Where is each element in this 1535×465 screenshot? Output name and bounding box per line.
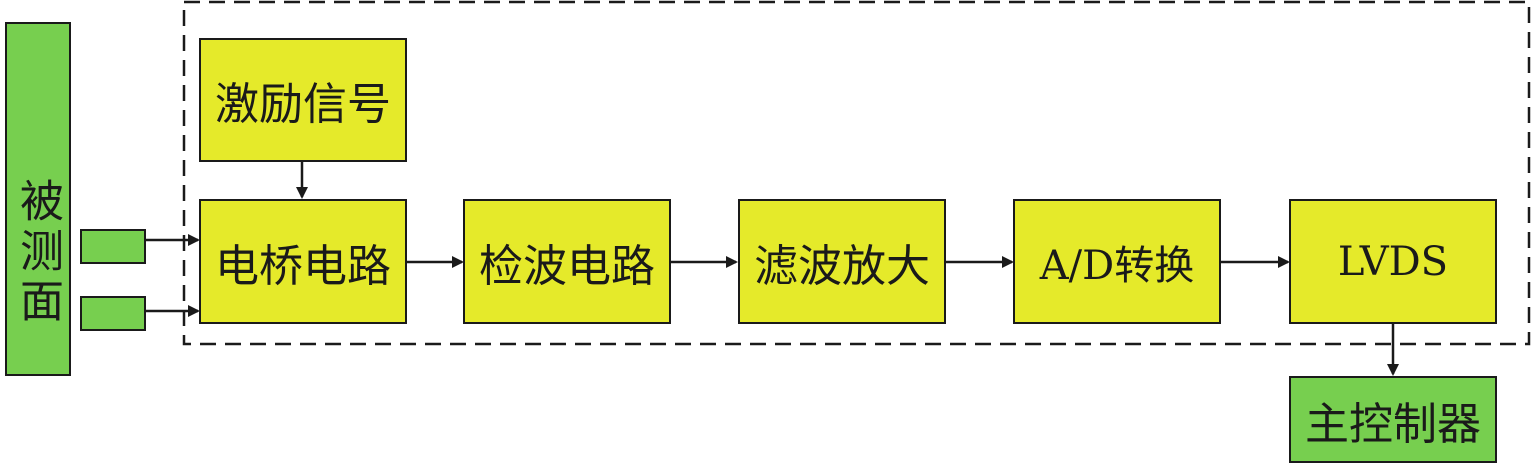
filter-amplifier-block: 滤波放大 bbox=[738, 199, 946, 324]
adc-label: A/D转换 bbox=[1039, 242, 1195, 289]
bridge-circuit-block: 电桥电路 bbox=[199, 199, 407, 324]
probe-terminal-top bbox=[80, 229, 146, 264]
detection-circuit-block: 检波电路 bbox=[463, 199, 671, 324]
detection-circuit-label: 检波电路 bbox=[479, 240, 655, 292]
main-controller-label: 主控制器 bbox=[1305, 398, 1481, 450]
main-controller-block: 主控制器 bbox=[1289, 376, 1497, 463]
adc-block: A/D转换 bbox=[1013, 199, 1221, 324]
lvds-label: LVDS bbox=[1337, 238, 1449, 285]
excitation-signal-label: 激励信号 bbox=[215, 79, 391, 130]
lvds-block: LVDS bbox=[1289, 199, 1497, 324]
measured-surface-label: 被测面 bbox=[12, 178, 63, 328]
filter-amplifier-label: 滤波放大 bbox=[754, 240, 930, 292]
probe-terminal-bottom bbox=[80, 296, 146, 331]
sensor-module-boundary bbox=[182, 0, 1531, 346]
excitation-signal-block: 激励信号 bbox=[199, 38, 407, 162]
bridge-circuit-label: 电桥电路 bbox=[215, 240, 391, 292]
measured-surface-block: 被测面 bbox=[5, 22, 71, 376]
